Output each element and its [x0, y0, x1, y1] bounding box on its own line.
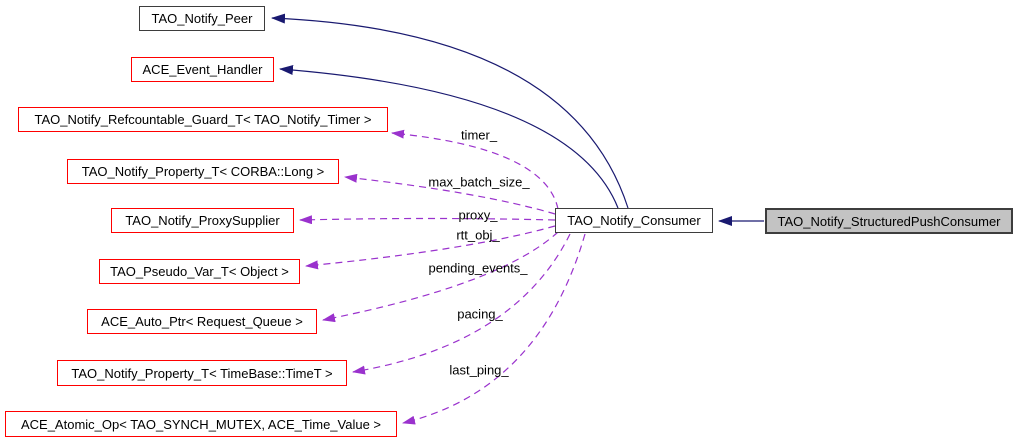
node-ace-atomic-op[interactable]: ACE_Atomic_Op< TAO_SYNCH_MUTEX, ACE_Time…: [5, 411, 397, 437]
node-ace-event-handler[interactable]: ACE_Event_Handler: [131, 57, 274, 82]
node-tao-notify-property-t-corba-long[interactable]: TAO_Notify_Property_T< CORBA::Long >: [67, 159, 339, 184]
edge-label-pacing: pacing_: [457, 306, 503, 322]
edge-usage-max-batch-size: [344, 173, 556, 215]
node-tao-notify-property-t-timebase-timet[interactable]: TAO_Notify_Property_T< TimeBase::TimeT >: [57, 360, 347, 386]
edge-label-max-batch-size: max_batch_size_: [428, 174, 530, 190]
edge-inherit-peer: [271, 13, 629, 209]
edge-usage-pacing: [352, 233, 571, 375]
edge-usage-timer: [391, 129, 559, 210]
node-tao-notify-peer[interactable]: TAO_Notify_Peer: [139, 6, 265, 31]
node-tao-notify-consumer[interactable]: TAO_Notify_Consumer: [555, 208, 713, 233]
edge-label-pending-events: pending_events_: [428, 260, 528, 276]
node-tao-notify-proxysupplier[interactable]: TAO_Notify_ProxySupplier: [111, 208, 294, 233]
node-tao-pseudo-var-t-object[interactable]: TAO_Pseudo_Var_T< Object >: [99, 259, 300, 284]
edge-usage-proxy: [299, 215, 556, 225]
edge-label-rtt-obj: rtt_obj_: [456, 227, 500, 243]
edge-usage-pending-events: [322, 231, 559, 323]
node-tao-notify-refcountable-guard-t[interactable]: TAO_Notify_Refcountable_Guard_T< TAO_Not…: [18, 107, 388, 132]
edge-label-proxy: proxy_: [458, 207, 498, 223]
edge-usage-last-ping: [402, 233, 586, 425]
edge-label-timer: timer_: [460, 127, 498, 143]
edge-label-last-ping: last_ping_: [449, 362, 509, 378]
node-ace-auto-ptr-request-queue[interactable]: ACE_Auto_Ptr< Request_Queue >: [87, 309, 317, 334]
node-tao-notify-structuredpushconsumer-current: TAO_Notify_StructuredPushConsumer: [765, 208, 1013, 234]
edge-inherit-event-handler: [279, 65, 619, 209]
